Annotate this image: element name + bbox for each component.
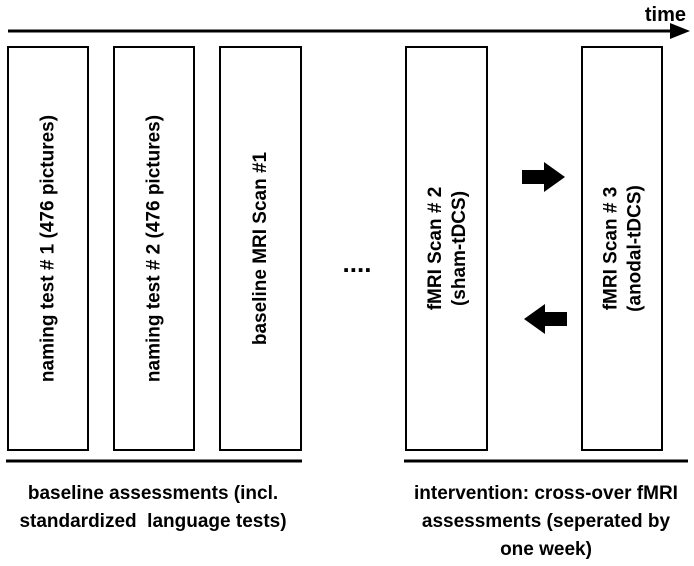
box-fmri-scan-3-label-line-2: (anodal-tDCS): [625, 185, 646, 312]
box-naming-test-1: [7, 46, 89, 451]
intervention-caption-line-3: one week): [500, 539, 592, 560]
time-axis-arrowhead: [670, 23, 690, 39]
baseline-caption-line-2: standardized language tests): [19, 511, 286, 532]
intervention-caption-line-2: assessments (seperated by: [422, 511, 671, 532]
time-label: time: [645, 4, 686, 26]
left-arrow-icon: [524, 304, 567, 334]
box-naming-test-2-label: naming test # 2 (476 pictures): [144, 115, 165, 382]
box-baseline-mri-scan-1: [219, 46, 302, 451]
box-naming-test-2: [113, 46, 195, 451]
ellipsis: ....: [343, 248, 372, 278]
box-fmri-scan-2-label-line-1: fMRI Scan # 2: [425, 187, 446, 311]
box-fmri-scan-2: [405, 46, 488, 451]
box-fmri-scan-3-label-line-1: fMRI Scan # 3: [601, 187, 622, 311]
intervention-caption-line-1: intervention: cross-over fMRI: [414, 483, 678, 504]
right-arrow-icon: [522, 162, 565, 192]
box-fmri-scan-3: [581, 46, 663, 451]
baseline-caption-line-1: baseline assessments (incl.: [28, 483, 278, 504]
box-naming-test-1-label: naming test # 1 (476 pictures): [38, 115, 59, 382]
box-fmri-scan-2-label-line-2: (sham-tDCS): [449, 191, 470, 306]
box-baseline-mri-scan-1-label: baseline MRI Scan #1: [250, 151, 271, 345]
